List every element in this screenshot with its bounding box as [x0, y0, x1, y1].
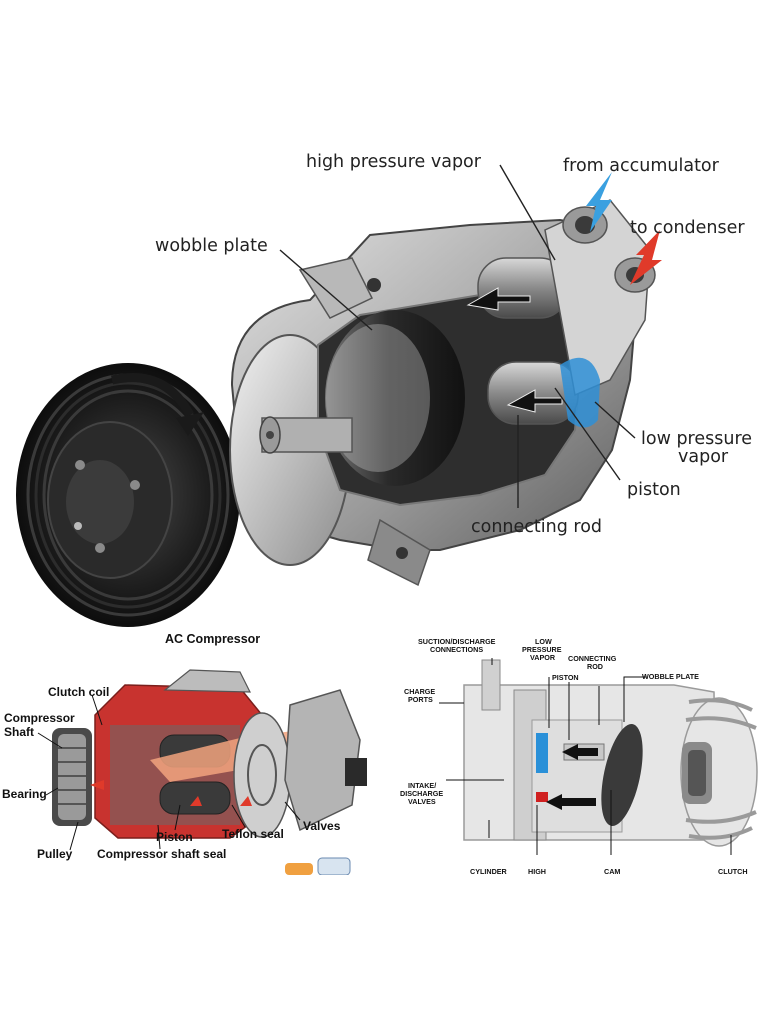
ac-compressor-cutaway: AC Compressor Clutch coil Compressor Sha — [0, 630, 384, 875]
label-intake: INTAKE/ — [408, 781, 436, 790]
main-compressor-diagram: high pressure vapor from accumulator to … — [0, 130, 768, 630]
left-diagram-title: AC Compressor — [165, 632, 260, 646]
left-arrow-icon — [90, 780, 104, 790]
left-arrow-icon — [240, 796, 252, 806]
label-to-condenser: to condenser — [630, 218, 745, 238]
leader-piston — [554, 387, 621, 481]
label-piston: piston — [627, 480, 681, 500]
pulley-icon — [16, 363, 240, 627]
label-wobble-plate: wobble plate — [155, 236, 268, 256]
label-high-pressure-vapor: high pressure vapor — [306, 152, 482, 172]
label-discharge: DISCHARGE — [400, 789, 443, 798]
label-piston: PISTON — [552, 673, 579, 682]
right-low-pressure-chamber — [536, 733, 548, 773]
label-cam: CAM — [604, 867, 620, 875]
label-cylinder: CYLINDER — [470, 867, 508, 875]
right-arrow-icon — [546, 794, 596, 810]
leader-wobble-plate — [279, 249, 373, 331]
label-clutch-coil: Clutch coil — [48, 685, 109, 699]
label-shaft: Shaft — [4, 725, 34, 739]
rod-flow-arrow-icon — [506, 389, 563, 413]
right-diagram-svg: SUCTION/DISCHARGE CONNECTIONS LOW PRESSU… — [400, 637, 758, 875]
label-rod: ROD — [587, 662, 603, 671]
label-high: HIGH — [528, 867, 546, 875]
thumbnail-fragment — [285, 863, 313, 875]
label-low: LOW — [535, 637, 552, 646]
label-from-accumulator: from accumulator — [563, 156, 720, 176]
label-low-pressure-vapor: vapor — [678, 447, 729, 467]
rotation-arrowhead-icon — [176, 412, 204, 436]
compressor-body — [229, 199, 656, 587]
label-connections: CONNECTIONS — [430, 645, 483, 654]
discharge-arrow-icon — [630, 230, 662, 285]
label-connecting: CONNECTING — [568, 654, 617, 663]
label-vapor: VAPOR — [530, 653, 556, 662]
label-connecting-rod: connecting rod — [471, 517, 602, 537]
label-wobble-plate: WOBBLE PLATE — [642, 672, 699, 681]
left-pulley-icon — [52, 728, 92, 826]
label-bearing: Bearing — [2, 787, 47, 801]
main-diagram-svg: high pressure vapor from accumulator to … — [16, 152, 752, 627]
label-ports: PORTS — [408, 695, 433, 704]
right-port — [481, 659, 501, 711]
label-pulley: Pulley — [37, 847, 73, 861]
piston-flow-arrow-icon — [466, 287, 531, 311]
right-clutch-pulley-icon — [680, 697, 758, 847]
right-high-pressure-chamber — [536, 792, 548, 802]
label-teflon-seal: Teflon seal — [222, 827, 284, 841]
label-valves: Valves — [303, 819, 341, 833]
leader-high-pressure — [499, 164, 556, 261]
wobble-plate-compressor-diagram: SUCTION/DISCHARGE CONNECTIONS LOW PRESSU… — [384, 630, 768, 875]
left-valve-plate — [233, 712, 291, 838]
left-arrow-icon — [190, 796, 202, 806]
left-diagram-svg: AC Compressor Clutch coil Compressor Sha — [2, 632, 367, 875]
label-pressure: PRESSURE — [522, 645, 562, 654]
right-wobble-plate — [601, 723, 643, 827]
leader-low-pressure — [594, 401, 636, 439]
label-compressor-shaft-seal: Compressor shaft seal — [97, 847, 226, 861]
right-arrow-icon — [562, 744, 598, 760]
label-charge: CHARGE — [404, 687, 435, 696]
label-compressor: Compressor — [4, 711, 75, 725]
label-valves: VALVES — [408, 797, 436, 806]
label-suction-discharge: SUCTION/DISCHARGE — [418, 637, 496, 646]
label-clutch: CLUTCH — [718, 867, 748, 875]
suction-arrow-icon — [586, 172, 612, 232]
label-low-pressure: low pressure — [641, 429, 752, 449]
label-piston: Piston — [156, 830, 193, 844]
left-manifold — [163, 669, 251, 693]
left-rear-head — [284, 689, 361, 832]
rotation-arrow-icon — [111, 373, 194, 418]
thumbnail-fragment — [317, 857, 351, 875]
